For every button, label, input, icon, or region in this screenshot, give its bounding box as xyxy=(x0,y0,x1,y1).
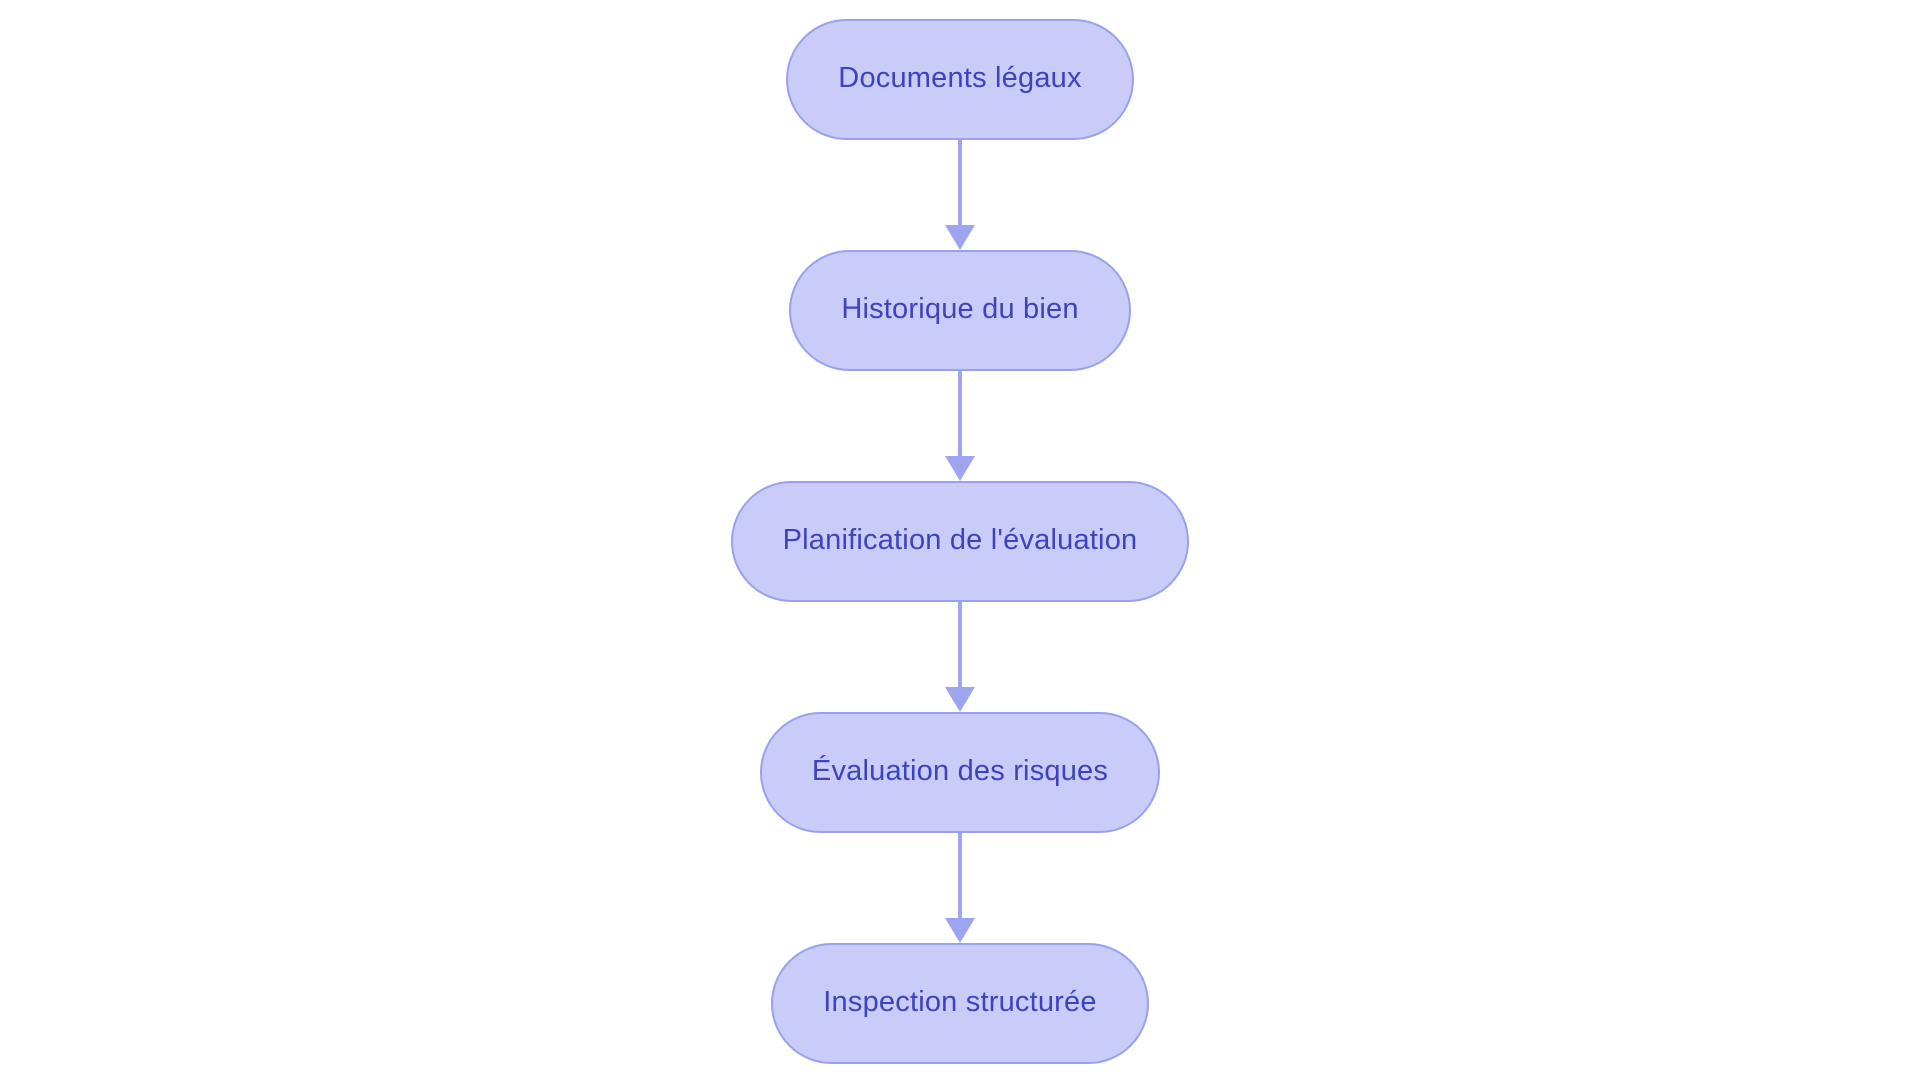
flowchart-node-historique-du-bien[interactable]: Historique du bien xyxy=(789,250,1131,371)
arrow-line xyxy=(958,371,962,456)
flow-arrow-2-3 xyxy=(945,371,975,481)
flowchart-node-inspection-structuree[interactable]: Inspection structurée xyxy=(771,943,1149,1064)
flowchart-node-documents-legaux[interactable]: Documents légaux xyxy=(786,19,1134,140)
node-label: Inspection structurée xyxy=(823,985,1097,1018)
arrow-line xyxy=(958,602,962,687)
flowchart-node-planification-evaluation[interactable]: Planification de l'évaluation xyxy=(730,481,1190,602)
arrow-line xyxy=(958,833,962,918)
flowchart-node-evaluation-des-risques[interactable]: Évaluation des risques xyxy=(759,712,1161,833)
flow-arrow-4-5 xyxy=(945,833,975,943)
node-label: Historique du bien xyxy=(841,292,1079,325)
flow-arrow-1-2 xyxy=(945,140,975,250)
arrow-head-icon xyxy=(945,225,975,250)
arrow-head-icon xyxy=(945,456,975,481)
arrow-head-icon xyxy=(945,918,975,943)
node-label: Documents légaux xyxy=(838,61,1082,94)
node-label: Planification de l'évaluation xyxy=(782,523,1138,556)
arrow-head-icon xyxy=(945,687,975,712)
flow-arrow-3-4 xyxy=(945,602,975,712)
node-label: Évaluation des risques xyxy=(811,754,1109,787)
arrow-line xyxy=(958,140,962,225)
flowchart: Documents légaux Historique du bien Plan… xyxy=(730,0,1190,1083)
